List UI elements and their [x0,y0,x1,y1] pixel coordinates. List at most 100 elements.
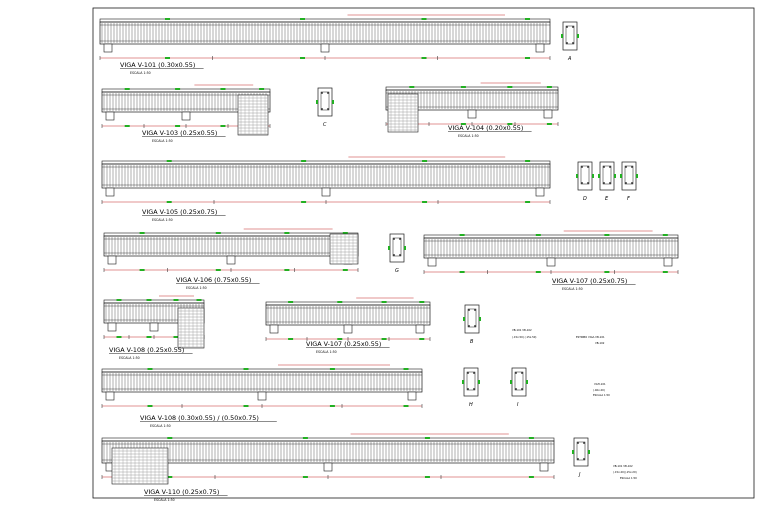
reference-mark [546,123,552,125]
section-mark [620,174,622,178]
reference-mark [528,437,534,439]
support-column [546,257,556,267]
reference-mark [175,88,181,90]
section-rebar [393,254,395,256]
reference-mark [459,234,465,236]
reference-mark [329,368,335,370]
reference-mark [525,201,531,203]
section-E: E [598,161,616,202]
reference-mark [507,86,513,88]
section-stirrup [580,165,590,185]
reference-mark [166,201,172,203]
reference-mark [116,299,122,301]
reference-mark [381,338,387,340]
beam-scale: ESCALA 1:50 [458,134,479,138]
reference-mark [300,57,305,59]
support-column [320,43,330,53]
section-C: C [316,87,334,128]
section-rebar [321,92,323,94]
masonry-block [237,94,269,136]
section-mark [577,34,579,38]
reference-mark [196,299,202,301]
section-mark [404,246,406,250]
section-mark [636,174,638,178]
beam-scale: ESCALA 1:50 [150,424,171,428]
beam-title: VIGA V-107 (0.25x0.55) [306,340,381,348]
reference-mark [424,476,430,478]
section-mark [526,380,528,384]
reference-mark [337,301,343,303]
section-rebar [631,166,633,168]
section-rebar [566,26,568,28]
beam-v101 [99,14,551,60]
reference-mark [546,86,552,88]
reference-mark [288,301,294,303]
reference-mark [124,88,130,90]
section-rebar [399,238,401,240]
section-B: B [463,304,481,345]
section-stirrup [565,25,575,45]
reference-mark [342,269,348,271]
section-label: B [470,339,474,345]
section-rebar [609,182,611,184]
beam-body [99,21,551,45]
reference-mark [139,269,145,271]
beam-title-v107: VIGA V-107 (0.25x0.75)ESCALA 1:50 [552,277,636,291]
reference-mark [243,405,249,407]
support-column [105,391,115,401]
reference-mark [167,437,173,439]
beam-v103 [101,84,271,136]
reference-mark [460,123,466,125]
section-rebar [474,309,476,311]
section-J: J [572,437,590,478]
section-rebar [577,442,579,444]
beam-title-v105: VIGA V-105 (0.25x0.75)ESCALA 1:50 [142,208,226,222]
note-c-sub: (.40x.20) [593,388,605,392]
section-mark [614,174,616,178]
masonry-outline [177,307,205,349]
section-label: I [517,402,519,408]
section-rebar [625,182,627,184]
section-mark [332,100,334,104]
note-block-c: VGH-101 (.40x.20) ESCALA 1:50 [593,382,610,397]
section-mark [598,174,600,178]
reference-mark [662,234,668,236]
reference-mark [421,18,427,20]
section-rebar [581,182,583,184]
section-I: I [510,367,528,408]
section-mark [388,246,390,250]
masonry-block [111,447,169,485]
section-rebar [515,388,517,390]
section-stirrup [624,165,634,185]
reference-mark [419,338,425,340]
reference-mark [409,86,415,88]
reference-mark [419,301,425,303]
reference-mark [165,18,170,20]
reference-mark [525,18,530,20]
support-column [181,111,191,121]
beam-title: VIGA V-104 (0.20x0.55) [448,124,523,132]
reference-mark [302,437,308,439]
section-rebar [399,254,401,256]
reference-mark [215,269,221,271]
support-column [323,462,333,472]
beam-title: VIGA V-103 (0.25x0.55) [142,129,217,137]
beam-v105 [101,156,551,204]
support-column [103,43,113,53]
reference-mark [604,234,610,236]
note-c-title: VGH-101 [594,382,606,386]
sheet-border [92,7,755,499]
section-label: H [469,402,473,408]
reference-mark [329,405,335,407]
beam-elevations [99,14,679,485]
support-column [407,391,417,401]
beam-scale: ESCALA 1:50 [119,356,140,360]
section-label: A [567,56,572,62]
note-block-d: VB-101 VB-102 (.15x.20)(.15x.20) ESCALA … [613,464,637,480]
section-rebar [327,108,329,110]
reference-mark [288,338,294,340]
section-D: D [576,161,594,202]
beam-scale: ESCALA 1:50 [152,218,173,222]
beam-v106 [103,228,359,272]
